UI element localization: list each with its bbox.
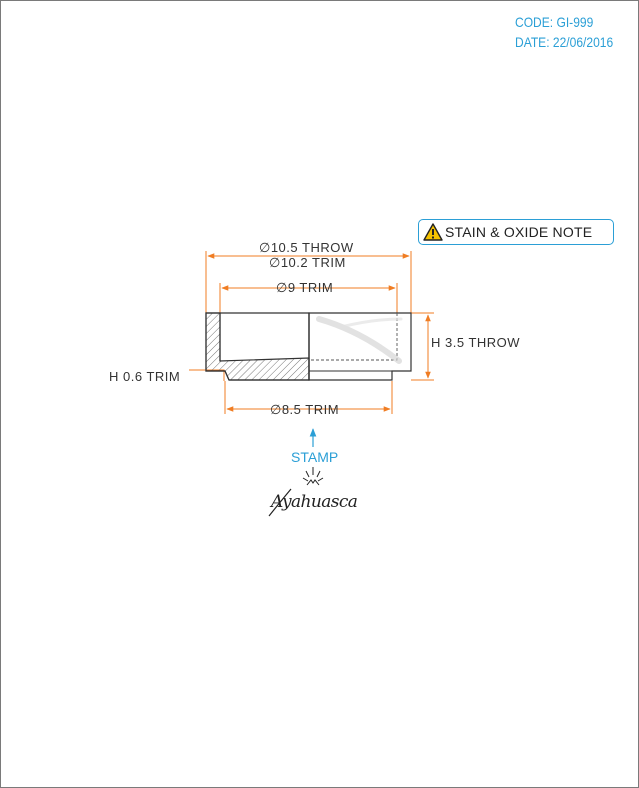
stamp-label: STAMP [291, 449, 338, 465]
dimension-lines [207, 253, 431, 412]
part-exterior [308, 312, 412, 381]
logo-wordmark: Ayahuasca [269, 492, 357, 512]
dim-height-throw: H 3.5 THROW [431, 335, 520, 350]
trim-height-leader [189, 369, 225, 381]
drawing-date: DATE: 22/06/2016 [515, 34, 614, 50]
title-block: CODE: GI-999 DATE: 22/06/2016 [515, 12, 613, 52]
part-section [205, 312, 310, 381]
dim-inner-trim: ∅9 TRIM [276, 280, 333, 295]
stain-oxide-note[interactable]: STAIN & OXIDE NOTE [418, 219, 614, 245]
ayahuasca-logo: Ayahuasca [268, 467, 358, 517]
dim-outer-trim: ∅10.2 TRIM [269, 255, 346, 270]
dim-outer-throw: ∅10.5 THROW [259, 240, 354, 255]
note-label: STAIN & OXIDE NOTE [445, 224, 593, 240]
product-code: CODE: GI-999 [515, 14, 594, 30]
extension-lines [205, 251, 434, 414]
dim-base-trim: ∅8.5 TRIM [270, 402, 339, 417]
warning-triangle-icon [423, 223, 443, 241]
dim-height-trim: H 0.6 TRIM [109, 369, 180, 384]
